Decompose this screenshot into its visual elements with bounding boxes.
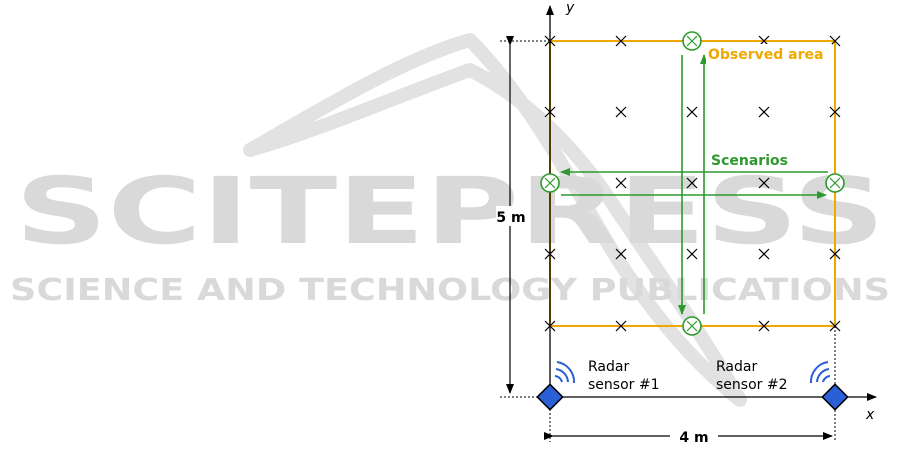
circled-cross-icon [683,317,701,335]
cross-mark-icon [687,107,697,117]
sensor-1-label-line2: sensor #1 [588,377,659,393]
cross-mark-icon [616,107,626,117]
x-axis-label: x [865,407,875,423]
scenarios-label: Scenarios [711,153,788,169]
watermark-subtitle: SCIENCE AND TECHNOLOGY PUBLICATIONS [10,273,890,308]
diamond-sensor-icon [537,384,562,409]
sensor-2-label-line1: Radar [716,359,757,375]
y-axis-label: y [565,0,575,16]
sensor-2-label-line2: sensor #2 [716,377,787,393]
radar-sensor-1: Radar sensor #1 [537,359,659,410]
watermark: SCITEPRESS SCIENCE AND TECHNOLOGY PUBLIC… [10,40,890,400]
sensor-1-label-line1: Radar [588,359,629,375]
circled-cross-icon [683,32,701,50]
width-dimension-label: 4 m [679,430,708,446]
watermark-title: SCITEPRESS [15,158,885,265]
radar-waves-icon [811,362,830,383]
height-dimension-label: 5 m [496,210,525,226]
observed-area-label: Observed area [708,47,823,63]
circled-cross-icon [541,174,559,192]
radar-waves-icon [555,362,574,383]
cross-mark-icon [759,107,769,117]
diamond-sensor-icon [822,384,847,409]
circled-cross-icon [826,174,844,192]
